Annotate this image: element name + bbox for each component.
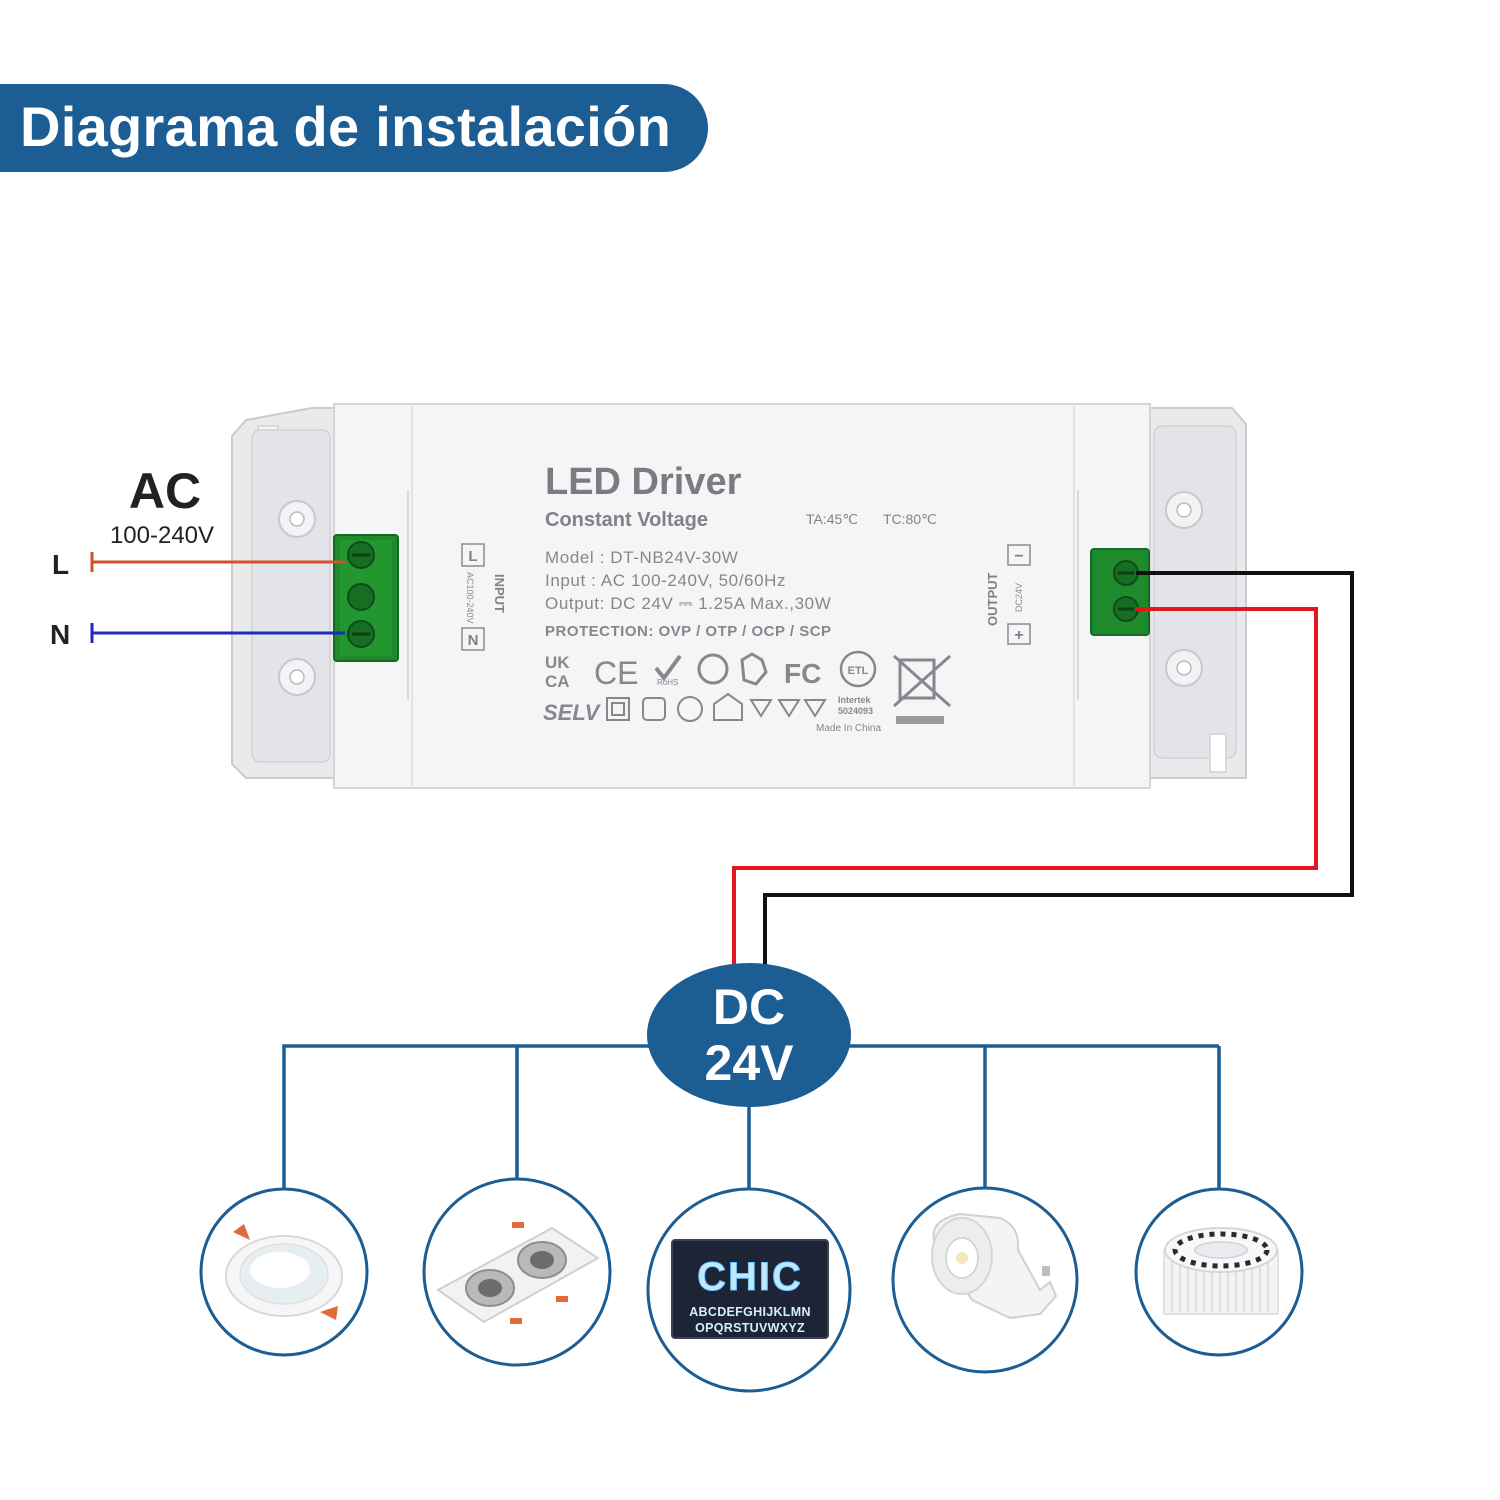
output-side-label: − + OUTPUT DC24V (985, 544, 1031, 645)
recycle-icon (740, 652, 768, 686)
intertek-number: 5024093 (838, 706, 873, 716)
safety-mark-icon (697, 653, 729, 685)
input-terminal-n-mark: N (468, 632, 479, 649)
page-title: Diagrama de instalación (20, 95, 672, 158)
sign-row-2: OPQRSTUVWXYZ (695, 1321, 805, 1335)
f-mark-icon (803, 699, 827, 718)
live-wire (90, 552, 345, 572)
ac-label: AC (129, 463, 201, 519)
driver-protection: PROTECTION: OVP / OTP / OCP / SCP (545, 623, 832, 640)
led-strip-reel-icon (1163, 1227, 1279, 1315)
weee-bin-icon (893, 654, 951, 724)
device-led-strip (1134, 1187, 1304, 1357)
downlight-icon (225, 1224, 343, 1320)
output-minus-mark: − (1014, 548, 1023, 565)
rohs-check-icon (654, 654, 682, 682)
output-side-voltage: DC24V (1014, 583, 1024, 612)
neutral-wire (90, 623, 345, 643)
driver-model: Model : DT-NB24V-30W (545, 548, 738, 567)
ce-mark: CE (594, 655, 638, 691)
dc-voltage-label: 24V (705, 1035, 795, 1091)
mm-mark-icon-2 (777, 699, 801, 718)
driver-type: Constant Voltage (545, 509, 708, 531)
tc-rating: TC:80℃ (883, 511, 937, 527)
led-sign-icon: CHIC ABCDEFGHIJKLMN OPQRSTUVWXYZ (671, 1239, 829, 1339)
input-side-label: L N AC100-240V INPUT (461, 543, 507, 651)
lamp-icon (677, 696, 703, 722)
input-side-text: INPUT (492, 574, 507, 613)
led-driver (231, 403, 1247, 789)
input-terminal-l-mark: L (468, 548, 477, 565)
line-label: L (52, 549, 69, 580)
device-led-sign: CHIC ABCDEFGHIJKLMN OPQRSTUVWXYZ (646, 1187, 852, 1393)
mm-mark-icon (749, 699, 773, 718)
ac-range-label: 100-240V (110, 522, 214, 549)
driver-input-spec: Input : AC 100-240V, 50/60Hz (545, 571, 786, 590)
dc-label: DC (713, 979, 785, 1035)
thermal-icon (642, 697, 666, 721)
input-side-range: AC100-240V (465, 572, 475, 624)
ukca-mark-top: UK (545, 653, 570, 672)
fc-mark: FC (784, 658, 821, 689)
neutral-label: N (50, 619, 70, 650)
positive-wire (732, 607, 1318, 965)
device-gu10-bulb (891, 1186, 1079, 1374)
selv-mark: SELV (543, 700, 602, 725)
svg-text:ETL: ETL (848, 665, 869, 677)
spotlight-fixture-icon (436, 1222, 600, 1324)
input-terminal-block (333, 534, 399, 662)
title-banner (0, 84, 708, 172)
indoor-icon (713, 692, 743, 721)
rohs-mark: RoHS (657, 678, 678, 687)
class-ii-icon (606, 697, 630, 721)
output-side-text: OUTPUT (985, 573, 1000, 627)
dc-output-bubble (647, 963, 851, 1107)
intertek-mark: Intertek (838, 695, 872, 705)
etl-mark-icon (839, 650, 877, 688)
made-in-label: Made In China (816, 723, 881, 734)
output-plus-mark: + (1014, 627, 1023, 644)
device-double-spotlight (422, 1177, 612, 1367)
negative-wire (763, 571, 1354, 965)
driver-output-spec: Output: DC 24V ⎓ 1.25A Max.,30W (545, 594, 831, 613)
sign-word: CHIC (697, 1255, 803, 1299)
device-downlight (199, 1187, 369, 1357)
driver-name: LED Driver (545, 461, 742, 503)
ukca-mark-bottom: CA (545, 672, 570, 691)
gu10-bulb-icon (931, 1212, 1058, 1320)
sign-row-1: ABCDEFGHIJKLMN (689, 1305, 811, 1319)
distribution-lines (282, 1044, 1221, 1190)
certification-marks: UK CA CE RoHS FC ETL Intertek 5024093 SE… (543, 650, 951, 734)
ta-rating: TA:45℃ (806, 511, 858, 527)
output-terminal-block (1090, 548, 1150, 636)
